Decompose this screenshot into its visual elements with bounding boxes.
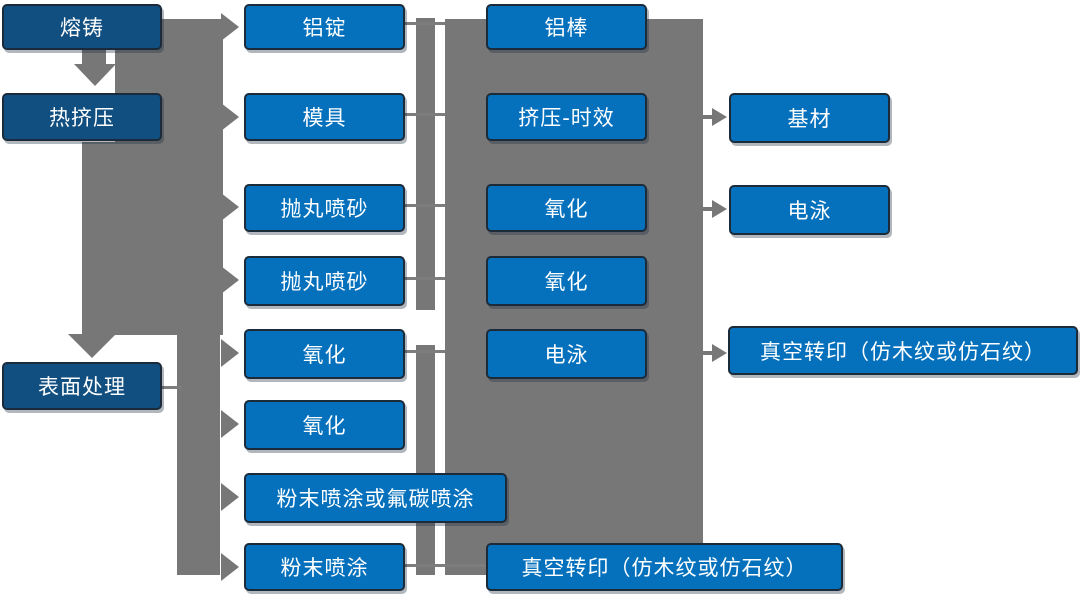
connector-bar-mid-upper xyxy=(416,18,435,310)
arrow-to-vacuum-transfer-b xyxy=(712,344,727,362)
arrow-down-to-hot-extrusion xyxy=(74,64,116,86)
node-melt-casting: 熔铸 xyxy=(2,4,162,50)
link-oxidation-electrophoresis xyxy=(405,350,445,353)
node-base-material: 基材 xyxy=(729,93,890,143)
node-vacuum-transfer-print-a: 真空转印（仿木纹或仿石纹） xyxy=(486,543,843,591)
arrow-to-electrophoresis-b xyxy=(712,200,727,218)
arrow-to-oxidation-a xyxy=(221,339,239,367)
arrow-to-powder-fluorocarbon xyxy=(221,483,239,511)
node-hot-extrusion: 热挤压 xyxy=(2,93,162,141)
connector-band-lower xyxy=(177,335,220,575)
node-aluminum-rod: 铝棒 xyxy=(486,4,647,50)
link-shotblast1-oxidation xyxy=(405,204,445,207)
arrow-to-base-material xyxy=(712,108,727,126)
node-oxidation-c: 氧化 xyxy=(486,184,647,232)
stub-to-electrophoresis-b xyxy=(699,207,713,211)
node-oxidation-d: 氧化 xyxy=(486,256,647,306)
arrow-to-shot-blast-1 xyxy=(221,193,239,221)
link-surface-treatment-band xyxy=(162,386,182,389)
node-powder-coating: 粉末喷涂 xyxy=(244,543,405,591)
node-aluminum-ingot: 铝锭 xyxy=(244,4,405,50)
node-oxidation-a: 氧化 xyxy=(244,329,405,379)
arrow-to-aluminum-ingot xyxy=(221,13,239,41)
node-shot-blast-sandblast-1: 抛丸喷砂 xyxy=(244,184,405,232)
node-electrophoresis-a: 电泳 xyxy=(486,329,647,379)
arrow-to-powder-coating xyxy=(221,553,239,581)
node-oxidation-b: 氧化 xyxy=(244,400,405,450)
arrow-to-mold xyxy=(221,103,239,131)
node-surface-treatment: 表面处理 xyxy=(2,362,162,410)
link-powder-vacuum-transfer xyxy=(405,564,487,567)
connector-bar-mid-lower xyxy=(416,345,435,575)
link-shotblast2-oxidation xyxy=(405,277,445,280)
stub-to-vacuum-transfer-b xyxy=(699,351,713,355)
arrow-to-shot-blast-2 xyxy=(221,266,239,294)
link-ingot-rod xyxy=(405,22,445,25)
arrow-down-to-surface-treatment xyxy=(68,334,116,358)
connector-stem-down-1 xyxy=(82,50,106,66)
connector-band-left-lower xyxy=(82,142,115,335)
node-mold: 模具 xyxy=(244,93,405,141)
arrow-to-oxidation-b xyxy=(221,410,239,438)
node-extrusion-aging: 挤压-时效 xyxy=(486,93,647,141)
node-electrophoresis-b: 电泳 xyxy=(729,185,890,235)
link-mold-extrusion-aging xyxy=(405,113,445,116)
stub-to-base-material xyxy=(699,115,713,119)
node-shot-blast-sandblast-2: 抛丸喷砂 xyxy=(244,256,405,306)
node-vacuum-transfer-print-b: 真空转印（仿木纹或仿石纹） xyxy=(728,326,1078,375)
node-powder-or-fluorocarbon-coating: 粉末喷涂或氟碳喷涂 xyxy=(244,473,507,523)
